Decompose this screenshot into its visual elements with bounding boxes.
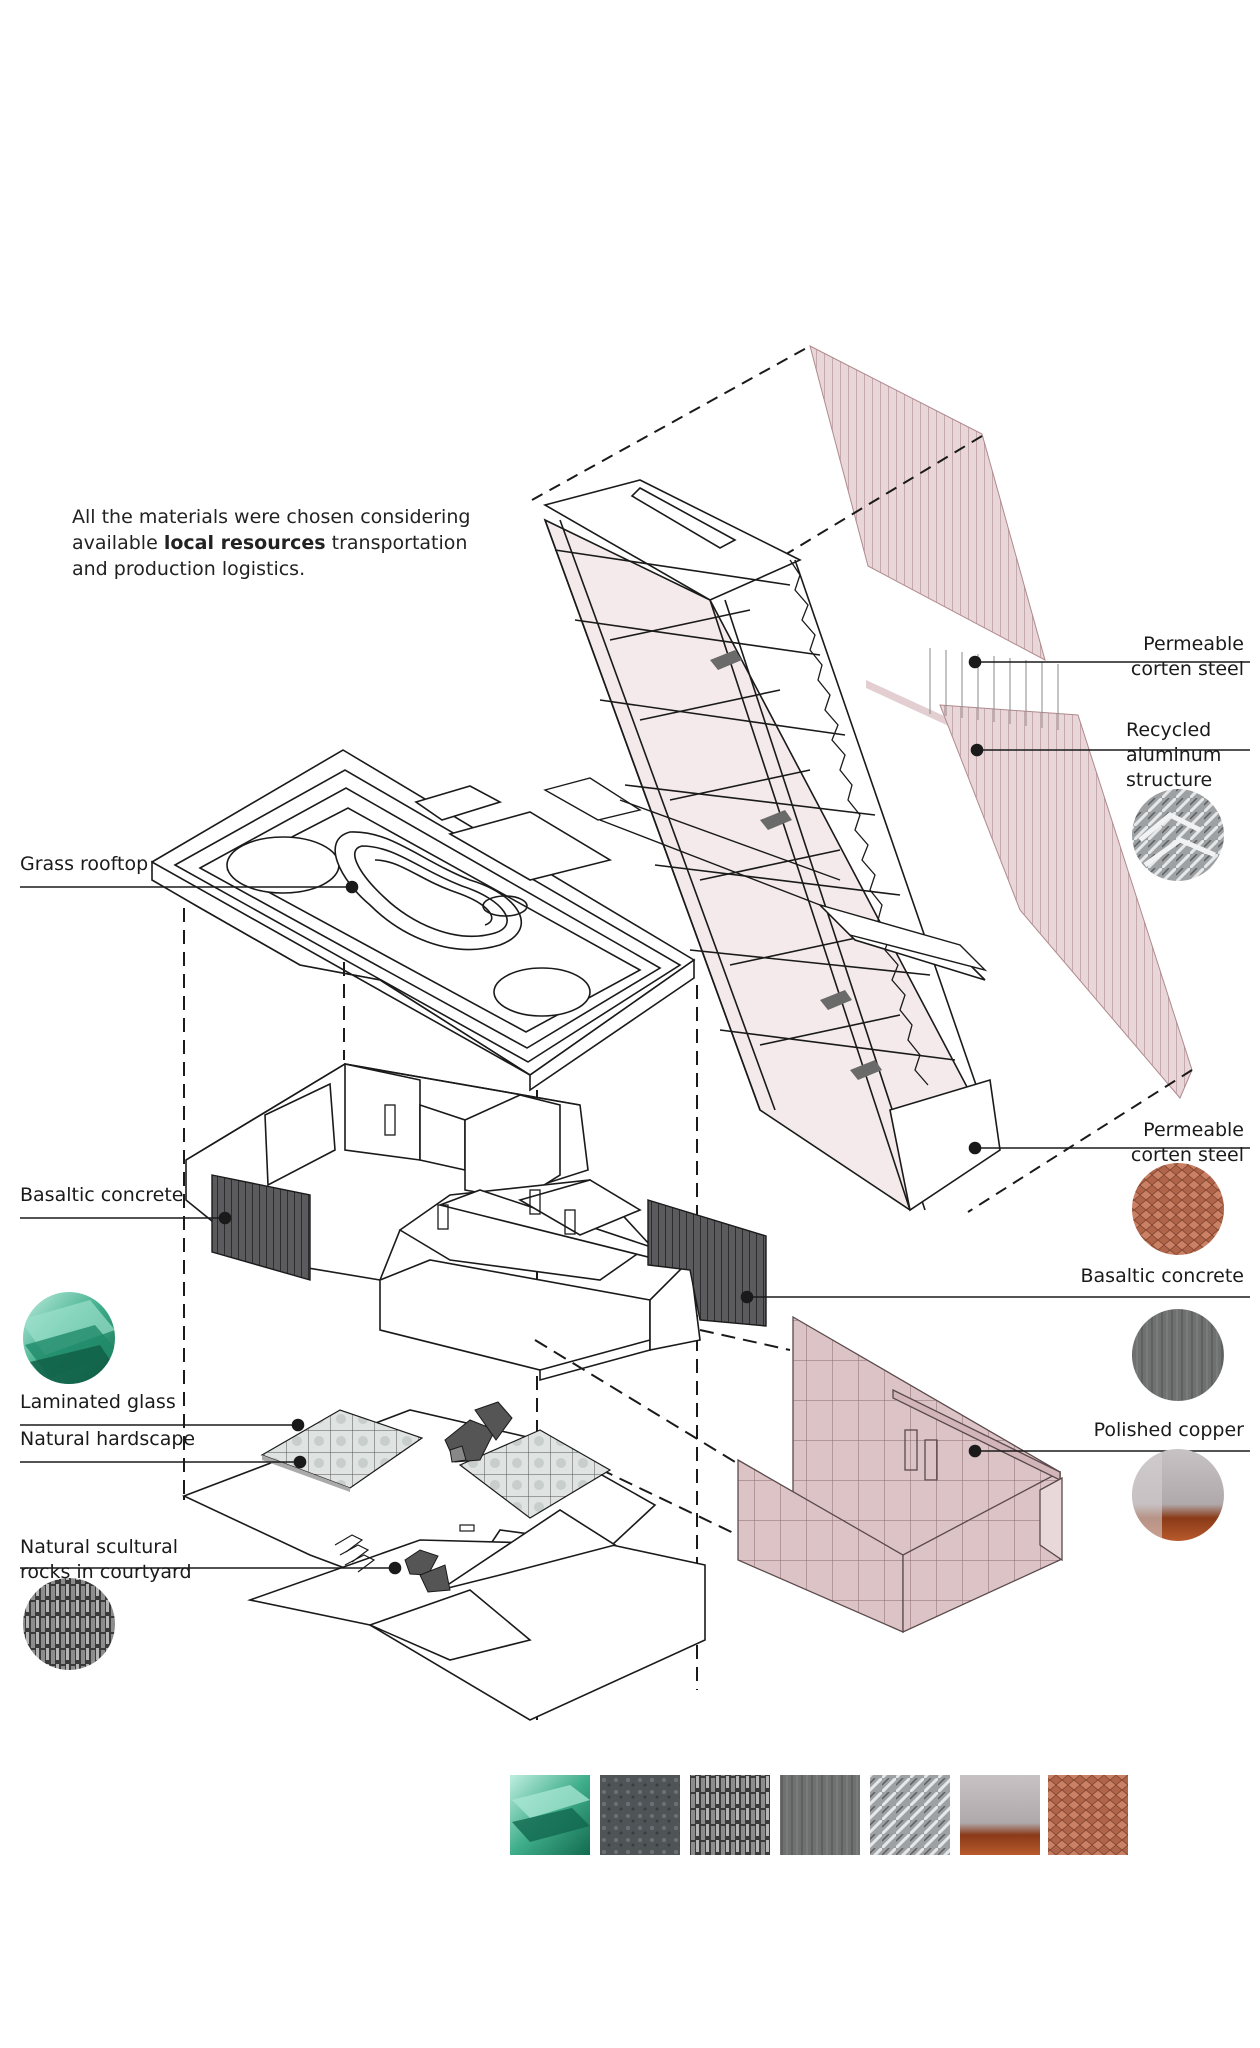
tower-frame <box>542 479 1001 1212</box>
copper-swatch <box>960 1775 1040 1855</box>
label-natural-hardscape: Natural hardscape <box>20 1428 196 1450</box>
corten-swatch <box>1048 1775 1128 1855</box>
tower-stair-zigzag <box>789 559 929 1086</box>
interior-doors <box>384 1104 576 1235</box>
label-laminated-glass: Laminated glass <box>20 1391 176 1413</box>
ground-steps <box>334 1524 475 1573</box>
basaltic-concrete-panel-right <box>647 1199 767 1327</box>
rocks-material-circle <box>23 1578 115 1670</box>
aluminum-material-circle <box>1132 789 1224 881</box>
roof-slab <box>150 749 696 1092</box>
leader-lines <box>20 655 1250 1575</box>
label-basaltic-concrete-left: Basaltic concrete <box>20 1184 184 1206</box>
label-permeable-corten-top-line2: corten steel <box>1130 658 1244 680</box>
label-natural-rocks: Natural scultural rocks in courtyard <box>20 1535 192 1585</box>
intro-bold: local resources <box>163 532 326 554</box>
concrete-swatch <box>780 1775 860 1855</box>
label-recycled-aluminum: Recycled aluminum structure <box>1126 718 1260 793</box>
intro-part2: transportation and production logistics. <box>72 532 468 580</box>
concrete-material-circle <box>1132 1309 1224 1401</box>
copper-envelope <box>737 1315 1063 1634</box>
label-grass-rooftop: Grass rooftop <box>20 853 149 875</box>
laminated-glass-floor-left <box>260 1409 424 1492</box>
aluminum-swatch <box>870 1775 950 1855</box>
intro-part1: All the materials were chosen considerin… <box>72 506 471 554</box>
glass-material-circle <box>23 1292 115 1384</box>
basaltic-concrete-panel-left <box>211 1174 311 1281</box>
copper-material-circle <box>1132 1449 1224 1541</box>
label-permeable-corten-top: Permeable corten steel <box>1131 632 1244 682</box>
label-natural-rocks-line2: rocks in courtyard <box>20 1561 192 1583</box>
label-permeable-corten-bottom: Permeable corten steel <box>1131 1118 1244 1168</box>
basalt-rock-swatch <box>690 1775 770 1855</box>
label-recycled-aluminum-line3: structure <box>1126 769 1213 791</box>
corten-screen-lower <box>939 704 1193 1099</box>
intro-text: All the materials were chosen considerin… <box>72 504 492 582</box>
tower-stair-treads <box>710 650 882 1080</box>
courtyard-rocks <box>404 1401 513 1593</box>
label-permeable-corten-bottom-line1: Permeable <box>1143 1119 1244 1141</box>
roof-bridge-deck <box>543 777 988 972</box>
label-basaltic-concrete-right: Basaltic concrete <box>1080 1265 1245 1287</box>
label-polished-copper: Polished copper <box>1093 1419 1244 1441</box>
label-recycled-aluminum-line2: aluminum <box>1126 744 1222 766</box>
corten-material-circle <box>1132 1163 1224 1255</box>
label-permeable-corten-bottom-line2: corten steel <box>1130 1144 1244 1166</box>
copper-envelope-dashed <box>534 1329 791 1561</box>
hardscape-swatch <box>600 1775 680 1855</box>
material-swatch-strip <box>510 1775 1128 1855</box>
label-natural-rocks-line1: Natural scultural <box>20 1536 179 1558</box>
label-recycled-aluminum-line1: Recycled <box>1126 719 1212 741</box>
laminated-glass-floor-right <box>458 1429 612 1519</box>
label-permeable-corten-top-line1: Permeable <box>1143 633 1244 655</box>
screen-separator-rods <box>929 648 1059 730</box>
